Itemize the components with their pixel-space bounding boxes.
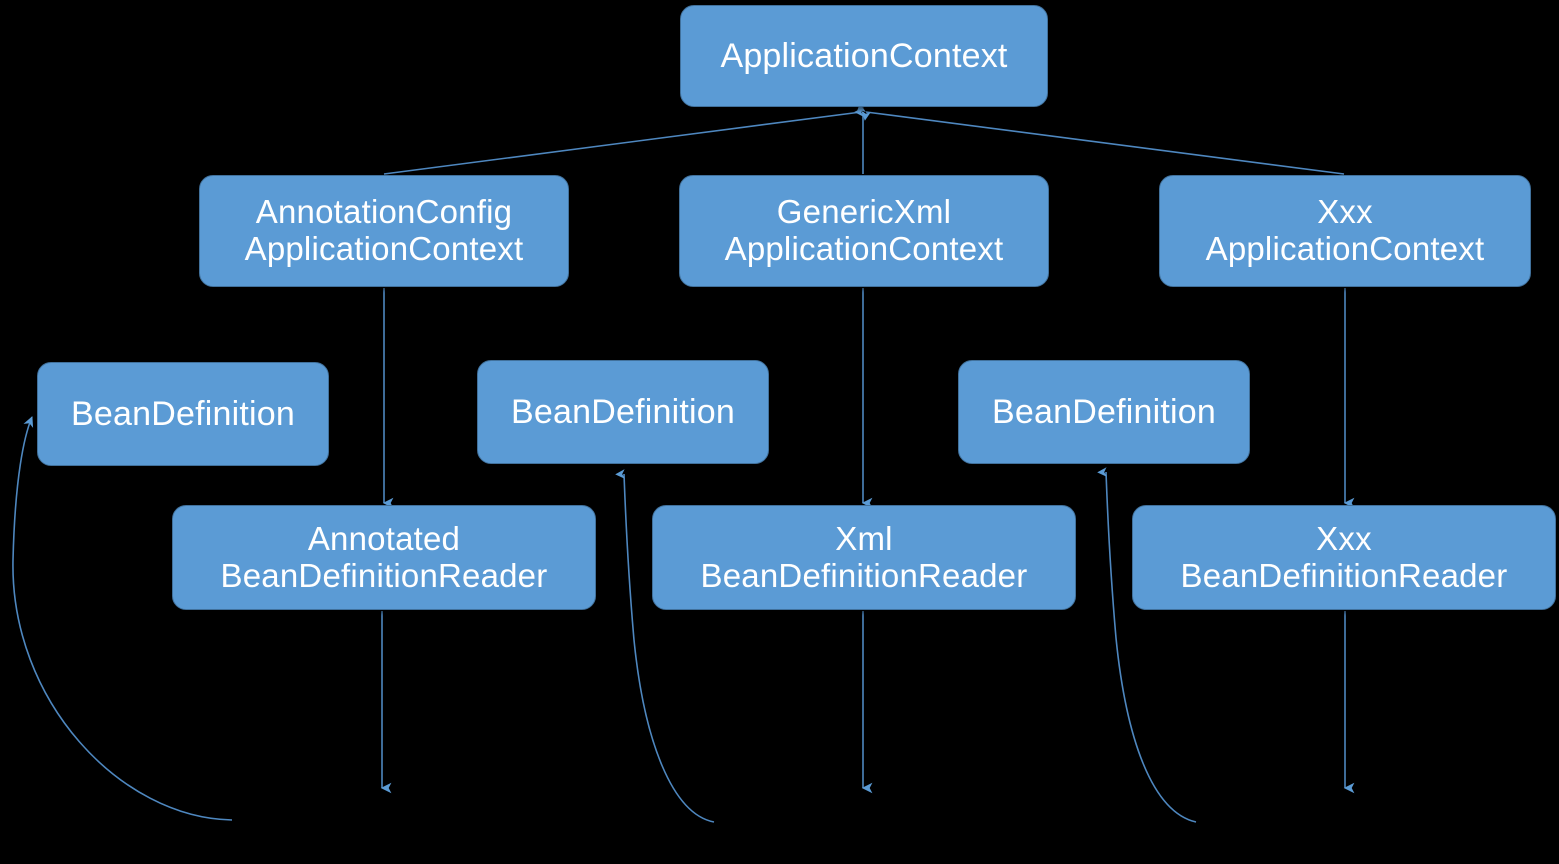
edge-annotation-config-to-context (383, 103, 866, 175)
node-annotation-config-application-context[interactable]: AnnotationConfig ApplicationContext (199, 175, 569, 287)
node-generic-xml-application-context[interactable]: GenericXml ApplicationContext (679, 175, 1049, 287)
node-application-context[interactable]: ApplicationContext (680, 5, 1048, 107)
node-bean-definition-2[interactable]: BeanDefinition (477, 360, 769, 464)
node-bean-definition-1[interactable]: BeanDefinition (37, 362, 329, 466)
node-bean-definition-3[interactable]: BeanDefinition (958, 360, 1250, 464)
node-annotated-bean-definition-reader[interactable]: Annotated BeanDefinitionReader (172, 505, 596, 610)
node-xml-bean-definition-reader[interactable]: Xml BeanDefinitionReader (652, 505, 1076, 610)
edge-curve-to-bean-definition-1 (12, 416, 233, 821)
edge-xxx-to-context (861, 110, 1345, 175)
node-xxx-bean-definition-reader[interactable]: Xxx BeanDefinitionReader (1132, 505, 1556, 610)
node-xxx-application-context[interactable]: Xxx ApplicationContext (1159, 175, 1531, 287)
